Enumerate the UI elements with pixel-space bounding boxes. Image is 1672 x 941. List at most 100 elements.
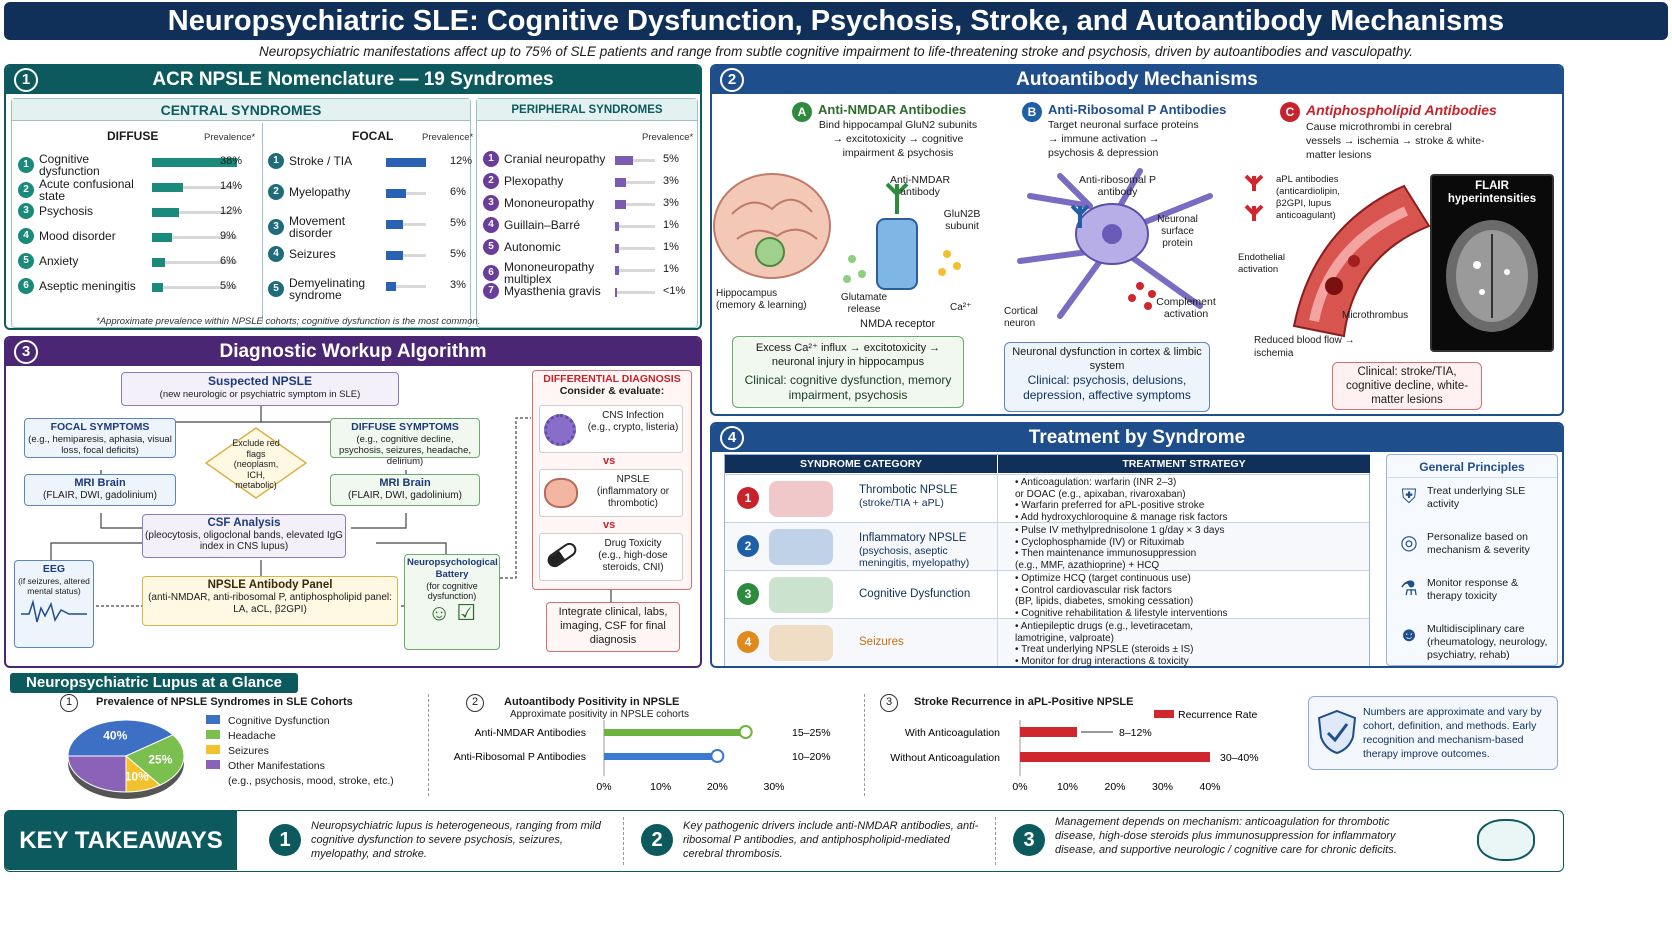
label-anti-nmdar: Anti-NMDAR antibody [889, 174, 951, 198]
dd-npsle: NPSLE(inflammatory or thrombotic) [539, 469, 683, 517]
brain-clipboard-icon: ☺ ☑ [427, 600, 477, 625]
legend-item: Cognitive Dysfunction [206, 714, 436, 729]
syndrome-label: Seizures [289, 247, 336, 261]
vs-label: vs [603, 519, 616, 531]
panel-title: Autoantibody Mechanisms [712, 66, 1562, 94]
pill-icon [544, 540, 580, 570]
panel-treatment: Treatment by Syndrome 4 SYNDROME CATEGOR… [710, 422, 1564, 668]
suspected-box: Suspected NPSLE(new neurologic or psychi… [121, 372, 399, 406]
prevalence-value: 5% [663, 153, 679, 165]
prevalence-value: 9% [220, 230, 236, 242]
category-label: With Anticoagulation [905, 727, 1000, 739]
prevalence-bar [386, 220, 403, 229]
syndrome-label: Stroke / TIA [289, 154, 353, 168]
legend-swatch [206, 760, 220, 769]
letter-b-badge: B [1022, 102, 1042, 122]
col-treatment-header: TREATMENT STRATEGY [998, 455, 1370, 473]
label-anti-ribosomal: Anti-ribosomal P antibody [1078, 174, 1157, 198]
principle-text: Multidisciplinary care (rheumatology, ne… [1427, 623, 1548, 661]
syndrome-label: Acute confusional state [39, 177, 134, 203]
bar-track [615, 203, 655, 206]
bar-value-label: 15–25% [792, 727, 831, 739]
page-title: Neuropsychiatric SLE: Cognitive Dysfunct… [4, 2, 1668, 40]
prevalence-bar [615, 156, 633, 165]
prevalence-bar [386, 282, 396, 291]
label-ca: Ca²⁺ [950, 302, 972, 313]
prevalence-value: 3% [663, 175, 679, 187]
bar-track [152, 211, 237, 214]
treatment-bullet: (BP, lipids, diabetes, smoking cessation… [1015, 596, 1194, 607]
syndrome-label: Cranial neuropathy [504, 152, 606, 166]
legend-item: Headache [206, 729, 436, 744]
syndrome-label: Anxiety [39, 254, 79, 268]
nmdar-illustration [713, 173, 961, 290]
x-tick-label: 30% [763, 781, 784, 793]
bar-track [152, 286, 237, 289]
prevalence-bar [615, 178, 626, 187]
mech-a-desc: Bind hippocampal GluN2 subunits → excito… [818, 119, 978, 159]
prevalence-value: 6% [450, 186, 466, 198]
syndrome-number: 1 [268, 153, 284, 169]
row-illustration [769, 577, 833, 613]
label-glutamate: Glutamate release [840, 292, 888, 315]
syndrome-row: 2 Acute confusional state [18, 178, 153, 202]
label-complement: Complement activation [1156, 296, 1216, 320]
neuron-illustration [1017, 168, 1213, 319]
syndrome-name: Seizures [859, 636, 904, 648]
x-tick-label: 20% [1104, 781, 1125, 793]
bar-track [152, 261, 237, 264]
label-neuronal-protein: Neuronal surface protein [1157, 214, 1198, 249]
mri-box-right: MRI Brain(FLAIR, DWI, gadolinium) [330, 474, 480, 506]
prevalence-value: 3% [450, 279, 466, 291]
glance-s2: 2 Autoantibody Positivity in NPSLE Appro… [446, 694, 846, 800]
syndrome-number: 4 [268, 246, 284, 262]
prevalence-value: <1% [663, 285, 686, 297]
diffuse-header: DIFFUSE [107, 129, 159, 143]
prevalence-bar [152, 233, 173, 242]
prevalence-value: 5% [450, 248, 466, 260]
dd-infection: CNS Infection(e.g., crypto, listeria) [539, 405, 683, 453]
prevalence-bar [615, 288, 617, 297]
treatment-bullet: or DOAC (e.g., apixaban, rivaroxaban) [1015, 488, 1186, 500]
antibody-panel-box: NPSLE Antibody Panel(anti-NMDAR, anti-ri… [142, 576, 398, 626]
prevalence-bar [152, 283, 164, 292]
x-tick-label: 0% [596, 781, 611, 793]
s1-number: 1 [60, 694, 78, 712]
syndrome-number: 2 [483, 173, 499, 189]
bar-value-label: 10–20% [792, 751, 831, 763]
syndrome-label: Mononeuropathy multiplex [504, 260, 595, 286]
bar [1020, 727, 1077, 737]
mech-c-desc: Cause microthrombi in cerebral vessels →… [1306, 121, 1485, 161]
legend-item: Seizures [206, 744, 436, 759]
bar-track [386, 223, 426, 226]
prevalence-bar [615, 222, 619, 231]
row-illustration [769, 625, 833, 661]
s3-number: 3 [880, 694, 898, 712]
treatment-bullets: • Pulse IV methylprednisolone 1 g/day × … [1015, 525, 1365, 571]
target-icon: ◎ [1400, 532, 1418, 554]
prev-header: Prevalence* [204, 132, 256, 143]
syndrome-label: Cognitive dysfunction [39, 152, 100, 178]
syndrome-name: Inflammatory NPSLE(psychosis, aseptic me… [859, 532, 970, 569]
syndrome-label: Plexopathy [504, 174, 564, 188]
syndrome-number: 5 [268, 281, 284, 297]
panel-algorithm: Diagnostic Workup Algorithm 3 Suspected … [4, 336, 702, 668]
syndrome-number: 2 [18, 182, 34, 198]
label-cortical-neuron: Cortical neuron [1004, 306, 1038, 329]
bar-end-marker [710, 749, 725, 763]
focal-header: FOCAL [352, 129, 394, 143]
bar [604, 753, 718, 760]
pie-label: 40% [103, 728, 127, 742]
legend-note: (e.g., psychosis, mood, stroke, etc.) [228, 775, 394, 787]
x-tick-label: 10% [650, 781, 671, 793]
syndrome-label: Aseptic meningitis [39, 279, 136, 293]
syndrome-number: 3 [18, 203, 34, 219]
